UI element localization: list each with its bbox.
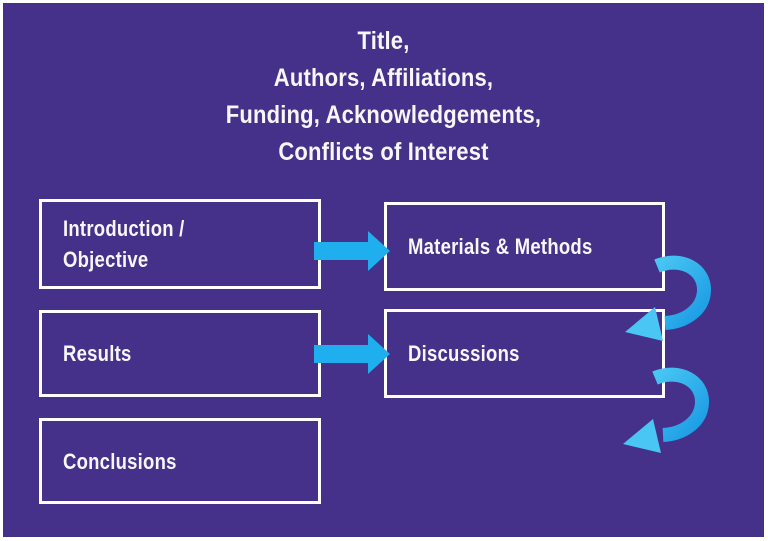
box-conclusions: Conclusions [39,418,321,504]
right-arrow-icon [314,334,390,374]
header-line-conflicts: Conflicts of Interest [278,138,489,166]
box-label: Conclusions [63,448,177,474]
curved-arrow-icon [625,255,711,341]
header-line-title: Title, [357,27,410,55]
header-line-funding: Funding, Acknowledgements, [225,101,542,129]
box-introduction-objective: Introduction / Objective [39,199,321,289]
box-label: Introduction / Objective [63,216,185,272]
box-label: Results [63,341,132,366]
box-results: Results [39,310,321,397]
header-line-authors: Authors, Affiliations, [273,64,494,92]
poster-canvas: Title, Authors, Affiliations, Funding, A… [3,3,764,537]
right-arrow-icon [314,231,390,271]
box-label: Materials & Methods [408,234,593,259]
box-label: Discussions [408,341,520,366]
box-materials-methods: Materials & Methods [384,202,665,291]
header-text-block: Title, Authors, Affiliations, Funding, A… [49,23,719,171]
curved-arrow-icon [623,367,709,453]
